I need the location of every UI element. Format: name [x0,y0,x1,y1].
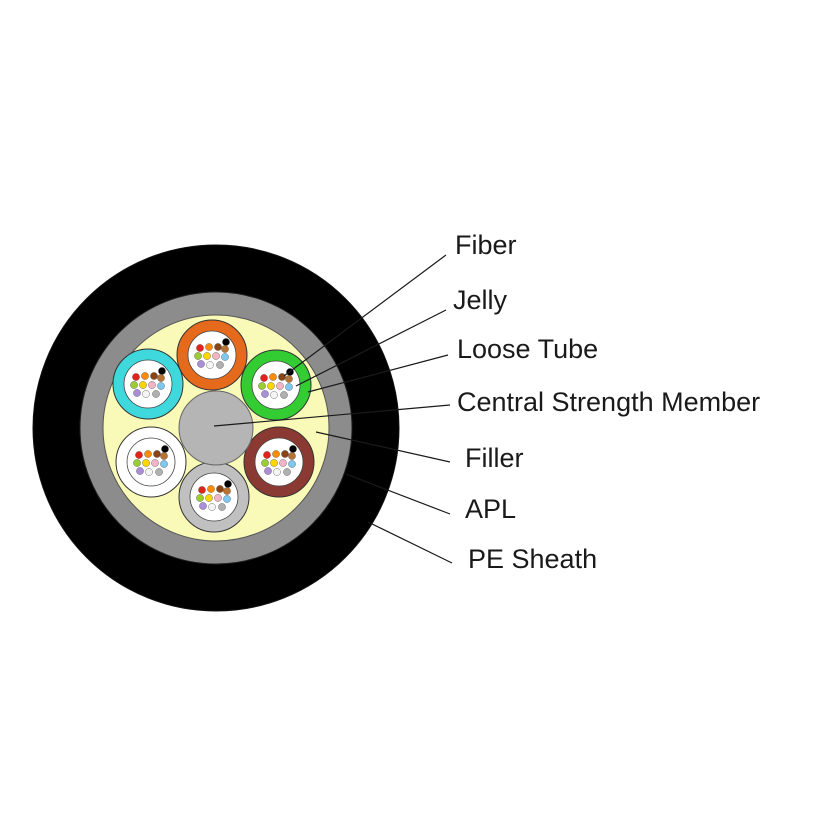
fiber [151,459,159,467]
label-jelly: Jelly [453,285,508,315]
label-filler: Filler [465,443,524,473]
fiber [141,372,149,380]
fiber [283,468,291,476]
label-fiber: Fiber [455,230,517,260]
green-tube [240,349,312,421]
loose-tube-group [112,319,315,533]
fiber [260,374,268,382]
fiber [221,353,229,361]
fiber [263,451,271,459]
fiber [132,373,140,381]
fiber [218,503,226,511]
fiber [142,390,150,398]
fiber [155,468,163,476]
fiber [270,391,278,399]
fiber [288,460,296,468]
fiber [158,367,166,375]
label-pe-sheath: PE Sheath [468,544,597,574]
leader-line-jelly [295,309,447,387]
fiber [157,374,165,382]
leader-line-filler [315,431,451,463]
orange-tube [176,319,248,391]
fiber [145,468,153,476]
white-tube [115,426,187,498]
fiber [216,361,224,369]
fiber [130,381,138,389]
fiber [276,382,284,390]
fiber [199,502,207,510]
fiber [133,459,141,467]
fiber [153,450,161,458]
label-group: Fiber Jelly Loose Tube Central Strength … [453,230,760,574]
label-loose-tube: Loose Tube [457,334,598,364]
fiber [273,468,281,476]
fiber [205,343,213,351]
fiber [150,372,158,380]
label-central-strength-member: Central Strength Member [457,387,760,417]
fiber [208,503,216,511]
fiber [139,381,147,389]
fiber [142,459,150,467]
fiber [222,338,230,346]
fiber [197,360,205,368]
leader-line-loose-tube [307,354,449,393]
central-strength-member [178,390,254,466]
leader-line-apl [345,473,451,515]
cable-cross-section [32,244,400,612]
leader-line-pe-sheath [367,521,453,564]
fiber [281,450,289,458]
fiber [160,452,168,460]
fiber [216,485,224,493]
fiber [214,494,222,502]
fiber [223,495,231,503]
fiber [144,450,152,458]
leader-line-fiber [283,254,447,377]
fiber [261,459,269,467]
fiber [161,445,169,453]
fiber [279,459,287,467]
fiber [278,373,286,381]
fiber [207,485,215,493]
fiber [280,391,288,399]
fiber [223,487,231,495]
aqua-tube [112,348,184,420]
fiber [148,381,156,389]
brown-tube [243,426,315,498]
fiber [258,382,266,390]
fiber [269,373,277,381]
leader-lines [213,254,453,564]
fiber [289,445,297,453]
fiber [203,352,211,360]
fiber [224,480,232,488]
fiber [198,486,206,494]
fiber [285,383,293,391]
fiber [136,467,144,475]
fiber [267,382,275,390]
fiber [272,450,280,458]
fiber [221,345,229,353]
fiber [288,452,296,460]
fiber [212,352,220,360]
fiber [270,459,278,467]
fiber [135,451,143,459]
fiber [205,494,213,502]
fiber [157,382,165,390]
fiber [196,344,204,352]
fiber [133,389,141,397]
label-apl: APL [465,494,516,524]
fiber [152,390,160,398]
fiber [196,494,204,502]
leader-line-central-strength-member [213,404,451,427]
fiber [264,467,272,475]
fiber [160,460,168,468]
grey-tube [178,461,250,533]
fiber [261,390,269,398]
fiber [206,361,214,369]
fiber [194,352,202,360]
fiber [285,375,293,383]
fiber [214,343,222,351]
